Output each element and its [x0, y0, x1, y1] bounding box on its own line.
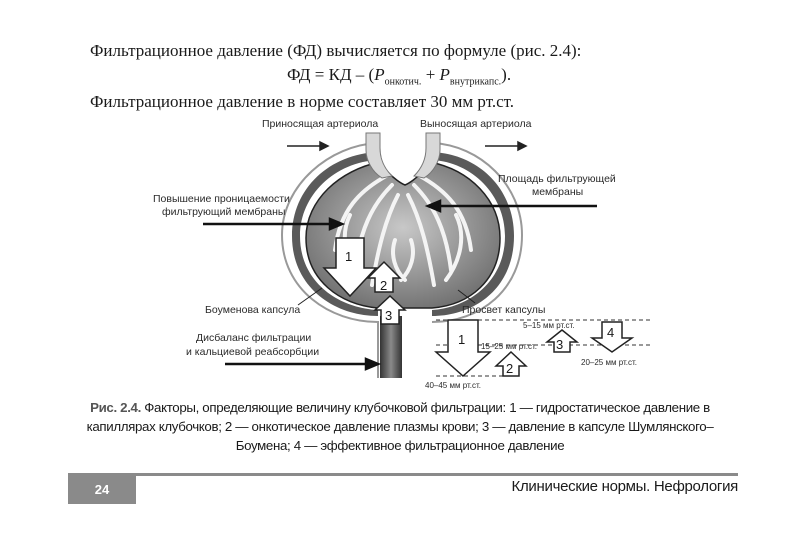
label-afferent: Приносящая артериола	[262, 118, 378, 130]
caption-text: Факторы, определяющие величину клубочков…	[86, 400, 714, 453]
balance-number-3: 3	[556, 337, 563, 352]
label-imbalance-2: и кальциевой реабсорбции	[186, 346, 319, 358]
label-lumen: Просвет капсулы	[462, 304, 545, 316]
pressure-arrow-3	[373, 294, 407, 325]
permeability-arrowhead	[328, 217, 346, 231]
formula-plus: +	[421, 65, 440, 84]
bowman-capsule-outer	[280, 142, 524, 378]
formula-lhs: ФД = КД – (	[287, 65, 375, 84]
bowman-leader-line	[297, 287, 323, 306]
formula: ФД = КД – (Pонкотич. + Pвнутрикапс.).	[287, 65, 511, 87]
balance-arrow-3	[544, 329, 580, 353]
label-bowman: Боуменова капсула	[205, 304, 300, 316]
label-imbalance-1: Дисбаланс фильтрации	[196, 332, 311, 344]
efferent-flow-arrowhead	[517, 140, 528, 152]
formula-end: ).	[501, 65, 512, 84]
area-arrowhead	[424, 199, 442, 213]
label-area-1: Площадь фильтрующей	[498, 173, 616, 185]
balance-arrow-2	[494, 350, 528, 377]
paragraph-normal-value: Фильтрационное давление в норме составля…	[90, 92, 515, 111]
imbalance-arrowhead	[364, 357, 382, 371]
glomerulus-figure: Приносящая артериола Выносящая артериола…	[153, 118, 650, 390]
glomerular-tuft	[305, 161, 501, 309]
label-area-2: мембраны	[532, 186, 583, 198]
arrow-number-2: 2	[380, 278, 387, 293]
label-permeability-1: Повышение проницаемости	[153, 193, 290, 205]
balance-arrow-1	[434, 319, 492, 378]
footer-divider	[68, 473, 738, 476]
lumen-leader-line	[457, 289, 476, 304]
running-title: Клинические нормы. Нефрология	[511, 478, 739, 495]
afferent-flow-arrowhead	[319, 140, 330, 152]
formula-p2: P	[439, 65, 450, 84]
arrow-number-3: 3	[385, 308, 392, 323]
pressure-label-3: 20–25 мм рт.ст.	[581, 358, 637, 367]
formula-p1: P	[374, 65, 385, 84]
efferent-arteriole	[412, 132, 441, 179]
label-permeability-2: фильтрующий мембраны	[162, 206, 285, 218]
page-number: 24	[68, 476, 136, 504]
pressure-label-4: 40–45 мм рт.ст.	[425, 381, 481, 390]
pressure-label-1: 5–15 мм рт.ст.	[523, 321, 575, 330]
balance-number-1: 1	[458, 332, 465, 347]
proximal-tubule	[380, 316, 402, 378]
formula-sub-oncotic: онкотич.	[384, 76, 422, 88]
caption-label: Рис. 2.4.	[90, 400, 141, 415]
pressure-arrow-1	[322, 237, 378, 298]
arrow-number-1: 1	[345, 249, 352, 264]
figure-caption: Рис. 2.4. Факторы, определяющие величину…	[60, 398, 740, 455]
formula-sub-intracapsular: внутрикапс.	[449, 76, 502, 88]
label-efferent: Выносящая артериола	[420, 118, 532, 130]
paragraph-formula-intro: Фильтрационное давление (ФД) вычисляется…	[90, 41, 582, 60]
afferent-arteriole	[365, 132, 394, 179]
balance-number-4: 4	[607, 325, 614, 340]
balance-arrow-4	[589, 321, 635, 353]
balance-number-2: 2	[506, 361, 513, 376]
pressure-label-2: 15–25 мм рт.ст.	[481, 342, 537, 351]
pressure-arrow-2	[366, 260, 402, 293]
